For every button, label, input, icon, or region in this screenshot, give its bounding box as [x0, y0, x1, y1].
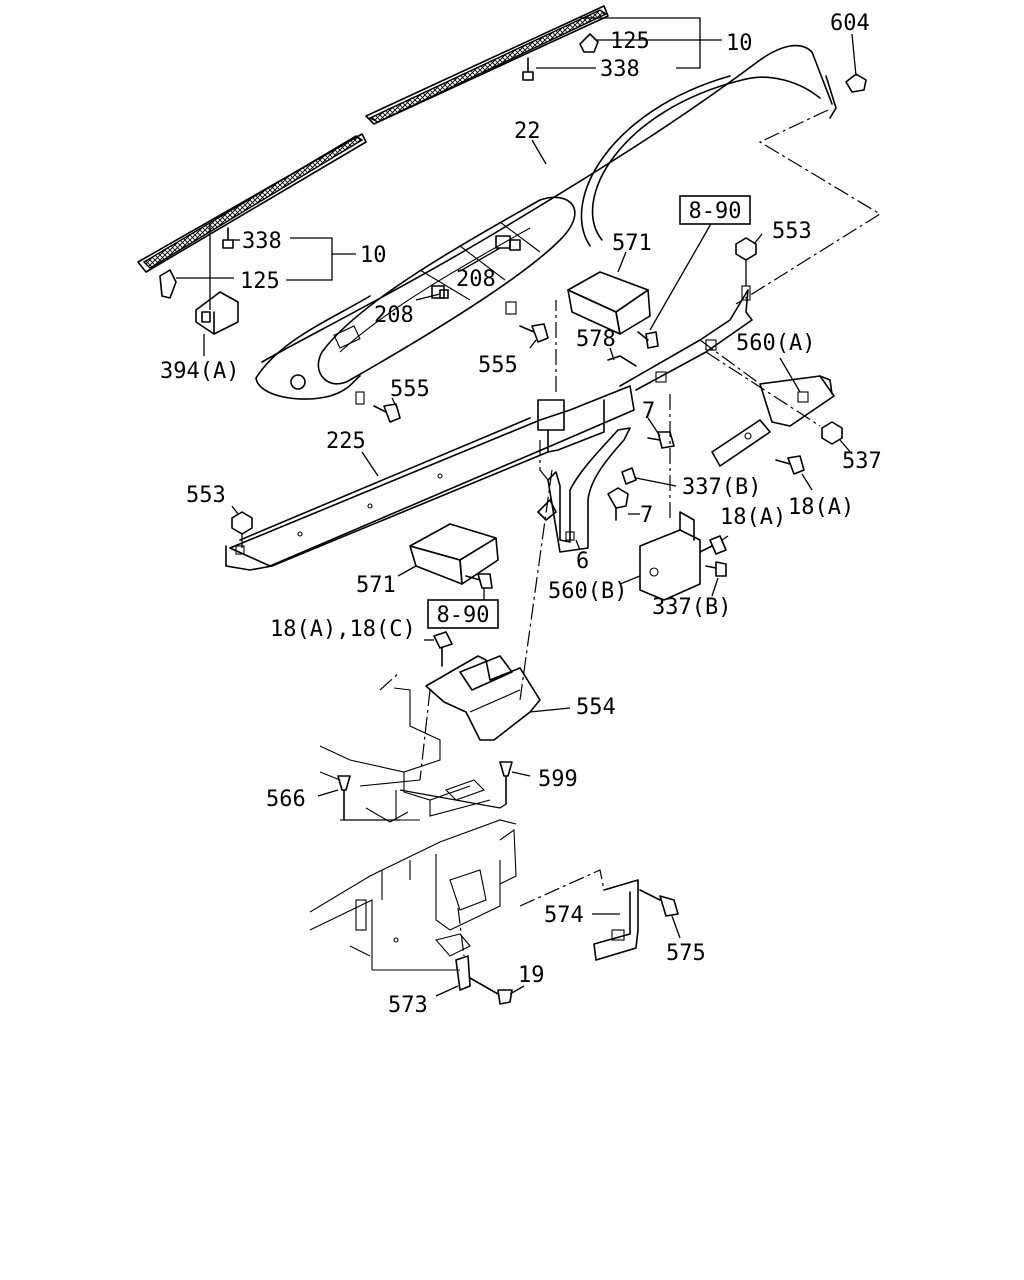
bolt-7-upper: [647, 431, 675, 449]
callout-18a: 18(A): [788, 495, 854, 520]
callout-394a: 394(A): [160, 359, 239, 384]
reference-label: 8-90: [437, 603, 490, 628]
callout-537: 537: [842, 449, 882, 474]
bracket-573: [455, 955, 513, 1005]
defroster-grille-right: [365, 5, 609, 125]
nut-553-left: [231, 511, 253, 548]
bracket-574: [593, 879, 679, 961]
reference-box-8-90-lower: 8-90: [427, 599, 499, 629]
floor-section: [319, 687, 491, 823]
callout-554: 554: [576, 695, 616, 720]
lower-body-frame: [309, 819, 517, 971]
callout-560b: 560(B): [548, 579, 627, 604]
callout-574: 574: [544, 903, 584, 928]
callout-6: 6: [576, 549, 589, 574]
callout-10: 10: [726, 31, 753, 56]
callout-571: 571: [612, 231, 652, 256]
center-brace-6: [537, 427, 631, 553]
callout-18a: 18(A): [720, 505, 786, 530]
reference-label: 8-90: [689, 199, 742, 224]
callout-578: 578: [576, 327, 616, 352]
callout-10: 10: [360, 243, 387, 268]
clip-125-left: [159, 269, 177, 299]
bolt-555-lower: [355, 391, 401, 423]
clip-208-upper: [495, 235, 521, 251]
nut-537: [821, 421, 843, 445]
screw-566: [337, 775, 351, 821]
callout-555: 555: [390, 377, 430, 402]
callout-7: 7: [640, 503, 653, 528]
bolt-18a-right: [775, 455, 805, 475]
callout-19: 19: [518, 963, 545, 988]
callout-7: 7: [642, 399, 655, 424]
bracket-560b: [639, 511, 727, 601]
bolt-337b-upper: [621, 467, 637, 485]
screw-338-upper: [522, 57, 534, 81]
reference-box-8-90-upper: 8-90: [679, 195, 751, 225]
callout-125: 125: [610, 29, 650, 54]
callout-338: 338: [242, 229, 282, 254]
callout-208: 208: [456, 267, 496, 292]
callout-571: 571: [356, 573, 396, 598]
callout-208: 208: [374, 303, 414, 328]
duct-571-upper: [567, 271, 659, 349]
defroster-grille-left: [137, 133, 367, 273]
callout-338: 338: [600, 57, 640, 82]
callout-337b: 337(B): [652, 595, 731, 620]
callout-22: 22: [514, 119, 541, 144]
callout-575: 575: [666, 941, 706, 966]
harness-bracket-560a: [607, 237, 757, 391]
callout-555: 555: [478, 353, 518, 378]
callout-573: 573: [388, 993, 428, 1018]
bolt-18ac: [433, 631, 453, 667]
screw-337b-lower: [705, 561, 727, 577]
assembly-lines: [379, 109, 882, 957]
screw-599: [499, 761, 513, 805]
bracket-560a-right: [711, 375, 835, 467]
callout-553: 553: [772, 219, 812, 244]
bracket-394a: [195, 291, 239, 335]
clip-208-lower: [431, 285, 449, 299]
leader-lines: [176, 17, 857, 997]
callout-18a-18c: 18(A),18(C): [270, 617, 416, 642]
bracket-554: [425, 655, 541, 741]
callout-553: 553: [186, 483, 226, 508]
duct-571-lower: [409, 523, 499, 589]
cross-beam-225: [225, 385, 635, 571]
callout-labels: 604 125 10 338 22 338 10 125 571 553 208…: [160, 11, 882, 1018]
callout-566: 566: [266, 787, 306, 812]
callout-604: 604: [830, 11, 870, 36]
callout-225: 225: [326, 429, 366, 454]
callout-337b: 337(B): [682, 475, 761, 500]
bolt-555-upper: [505, 301, 549, 343]
callout-599: 599: [538, 767, 578, 792]
callout-560a: 560(A): [736, 331, 815, 356]
nut-604: [845, 73, 867, 93]
clip-125-upper: [579, 33, 599, 53]
instrument-panel: [255, 44, 837, 400]
screw-338-left: [222, 227, 234, 249]
callout-125: 125: [240, 269, 280, 294]
bolt-7-lower: [607, 487, 629, 521]
